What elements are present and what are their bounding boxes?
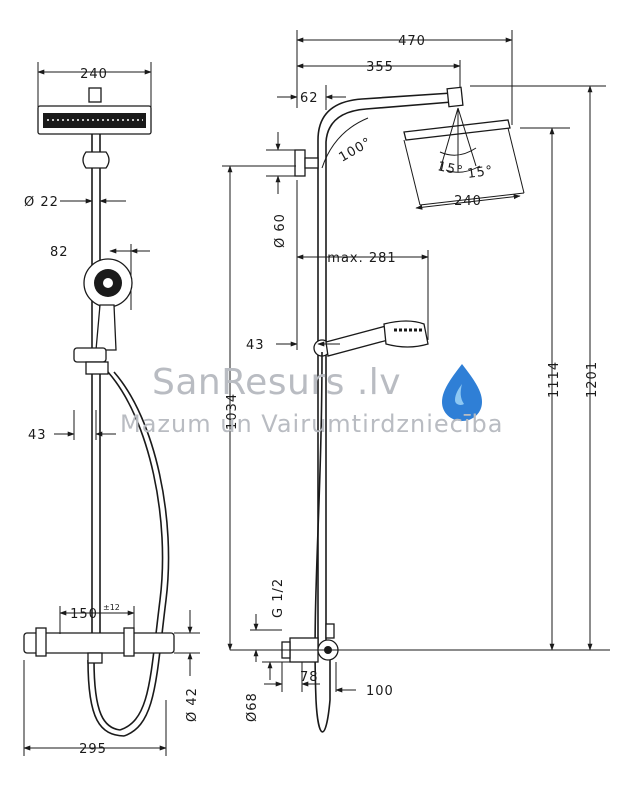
- overhead-shower-front: [37, 87, 152, 135]
- thermostat-front: [23, 627, 175, 664]
- hand-shower-side: [313, 320, 429, 357]
- side-tilt-left-label: 15°: [436, 159, 465, 179]
- side-hand-reach-label: max. 281: [327, 251, 396, 266]
- side-arm-offset-label: 62: [300, 91, 319, 106]
- side-head-width-label: 240: [454, 194, 482, 209]
- front-thermostat-spacing-label: 150: [70, 607, 98, 622]
- water-drop-icon: [442, 364, 482, 421]
- side-rail-height-label: 1034: [225, 393, 240, 430]
- side-total-height-label: 1201: [585, 361, 600, 398]
- side-valve-depth-label: 78: [300, 670, 319, 685]
- front-thermostat-height-label: Ø 42: [185, 687, 200, 722]
- thermostat-side: [281, 623, 339, 663]
- side-top-reach-label: 470: [398, 34, 426, 49]
- side-arm-reach-label: 355: [366, 60, 394, 75]
- side-tilt-right-label: 15°: [466, 163, 494, 181]
- overhead-shower-side: [403, 107, 525, 206]
- watermark-brand: SanResurs .lv: [152, 362, 402, 403]
- side-valve-diameter-label: Ø68: [245, 692, 260, 722]
- front-head-width-label: 240: [80, 67, 108, 82]
- side-thread-label: G 1/2: [271, 578, 286, 618]
- front-offset-label: 43: [28, 428, 47, 443]
- side-wall-bracket-label: Ø 60: [273, 213, 288, 248]
- side-view: 470 355 62 100° 15° 15° 240 Ø 60 max. 28…: [222, 30, 610, 733]
- side-arm-angle-label: 100°: [337, 135, 375, 166]
- side-outlet-depth-label: 100: [366, 684, 394, 699]
- front-view: 240 Ø 22 82 43 150 ±12 Ø 42 295: [23, 62, 200, 757]
- side-hand-offset-label: 43: [246, 338, 265, 353]
- front-pipe-diameter-label: Ø 22: [24, 195, 59, 210]
- front-hand-shower-width-label: 82: [50, 245, 69, 260]
- front-thermostat-tolerance-label: ±12: [103, 603, 120, 612]
- front-overall-width-label: 295: [79, 742, 107, 757]
- watermark-tagline: Mazum un Vairumtirdzniecība: [120, 410, 504, 438]
- side-head-height-label: 1114: [547, 361, 562, 398]
- hand-shower-front: [83, 244, 150, 351]
